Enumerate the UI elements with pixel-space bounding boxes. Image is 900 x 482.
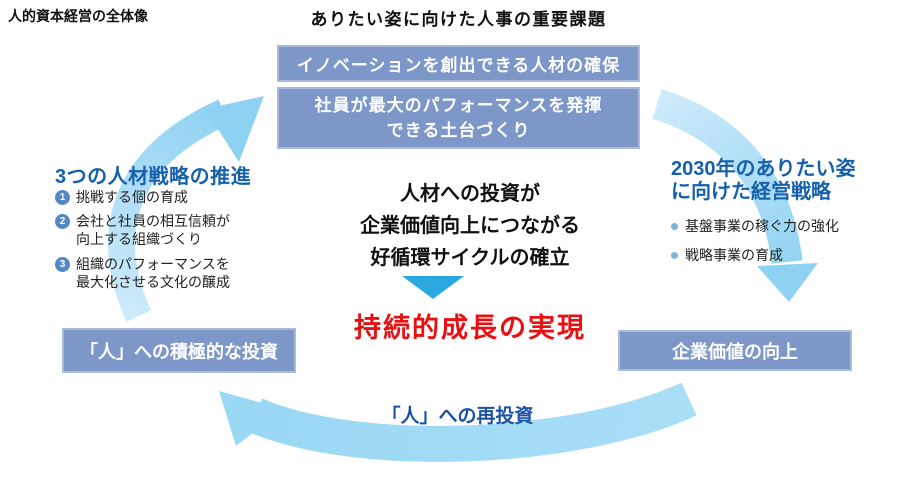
virtuous-cycle-statement: 人材への投資が 企業価値向上につながる 好循環サイクルの確立 — [360, 183, 580, 269]
list-item: 2 会社と社員の相互信頼が 向上する組織づくり — [55, 212, 300, 248]
number-2-badge-icon: 2 — [55, 214, 70, 230]
list-item: 1 挑戦する個の育成 — [55, 188, 300, 206]
talent-strategies-list: 1 挑戦する個の育成 2 会社と社員の相互信頼が 向上する組織づくり 3 組織の… — [55, 188, 300, 297]
talent-strategies-heading: 3つの人材戦略の推進 — [55, 166, 252, 188]
list-item: 3 組織のパフォーマンスを 最大化させる文化の醸成 — [55, 255, 300, 291]
list-item: 基盤事業の稼ぐ力の強化 — [671, 216, 839, 236]
hr-key-issues-title: ありたい姿に向けた人事の重要課題 — [310, 10, 607, 29]
people-investment-box-label: 「人」への積極的な投資 — [80, 341, 278, 362]
issue-box-performance-foundation: 社員が最大のパフォーマンスを発揮 できる土台づくり — [277, 87, 640, 149]
down-chevron-icon — [402, 276, 464, 299]
sustainable-growth-result: 持続的成長の実現 — [354, 313, 586, 343]
corporate-value-box-label: 企業価値の向上 — [672, 341, 798, 362]
cycle-arrow-bottom-icon — [219, 382, 697, 462]
diagram-title: 人的資本経営の全体像 — [8, 8, 148, 24]
management-strategy-heading: 2030年のありたい姿 に向けた経営戦略 — [671, 158, 856, 203]
list-item-text: 会社と社員の相互信頼が 向上する組織づくり — [76, 213, 230, 248]
bullet-dot-icon — [671, 222, 678, 230]
cycle-arrow-up-left-icon — [108, 96, 264, 322]
reinvestment-label: 「人」への再投資 — [381, 406, 534, 427]
cycle-arrow-down-right-icon — [652, 89, 818, 302]
list-item-text: 挑戦する個の育成 — [76, 189, 188, 205]
corporate-value-box: 企業価値の向上 — [618, 330, 852, 371]
list-item-text: 基盤事業の稼ぐ力の強化 — [685, 218, 839, 234]
number-3-badge-icon: 3 — [55, 256, 70, 272]
issue-box-innovation-talent: イノベーションを創出できる人材の確保 — [277, 45, 640, 82]
list-item-text: 戦略事業の育成 — [685, 247, 783, 263]
issue-box-performance-foundation-label: 社員が最大のパフォーマンスを発揮 できる土台づくり — [314, 95, 603, 141]
list-item-text: 組織のパフォーマンスを 最大化させる文化の醸成 — [76, 255, 230, 290]
number-1-badge-icon: 1 — [55, 190, 70, 205]
management-strategy-list: 基盤事業の稼ぐ力の強化 戦略事業の育成 — [671, 216, 839, 274]
bullet-dot-icon — [671, 251, 678, 259]
list-item: 戦略事業の育成 — [671, 245, 839, 265]
issue-box-innovation-talent-label: イノベーションを創出できる人材の確保 — [296, 56, 621, 75]
people-investment-box: 「人」への積極的な投資 — [62, 328, 296, 373]
